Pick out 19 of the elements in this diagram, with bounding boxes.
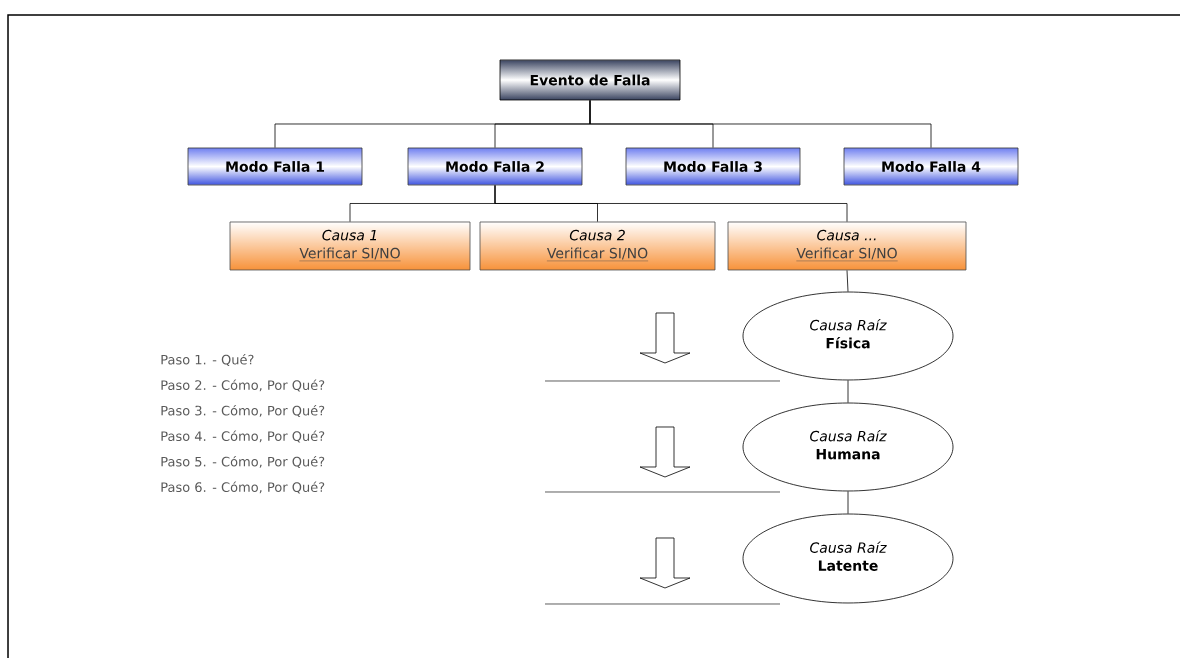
mode-box: Modo Falla 2: [407, 147, 583, 186]
cause-box: Causa 1 Verificar SI/NO: [229, 221, 471, 271]
connector-line: [846, 270, 849, 292]
step-label: Paso 1. - Qué?: [161, 353, 254, 367]
cause-box: Causa 2 Verificar SI/NO: [479, 221, 716, 271]
connector-line: [494, 185, 848, 222]
step-label: Paso 2. - Cómo, Por Qué?: [161, 379, 325, 392]
event-box: Evento de Falla: [499, 59, 681, 101]
step-label: Paso 4. - Cómo, Por Qué?: [161, 430, 325, 443]
cause-box: Causa ... Verificar SI/NO: [727, 221, 967, 271]
connector-line: [589, 100, 932, 148]
mode-box: Modo Falla 3: [625, 147, 801, 186]
connector-line: [847, 380, 849, 403]
mode-box: Modo Falla 1: [187, 147, 363, 186]
step-label: Paso 6. - Cómo, Por Qué?: [161, 481, 325, 494]
step-label: Paso 3. - Cómo, Por Qué?: [161, 404, 325, 418]
connector-line: [847, 491, 849, 514]
mode-box: Modo Falla 4: [843, 147, 1019, 186]
step-label: Paso 5. - Cómo, Por Qué?: [161, 455, 325, 469]
